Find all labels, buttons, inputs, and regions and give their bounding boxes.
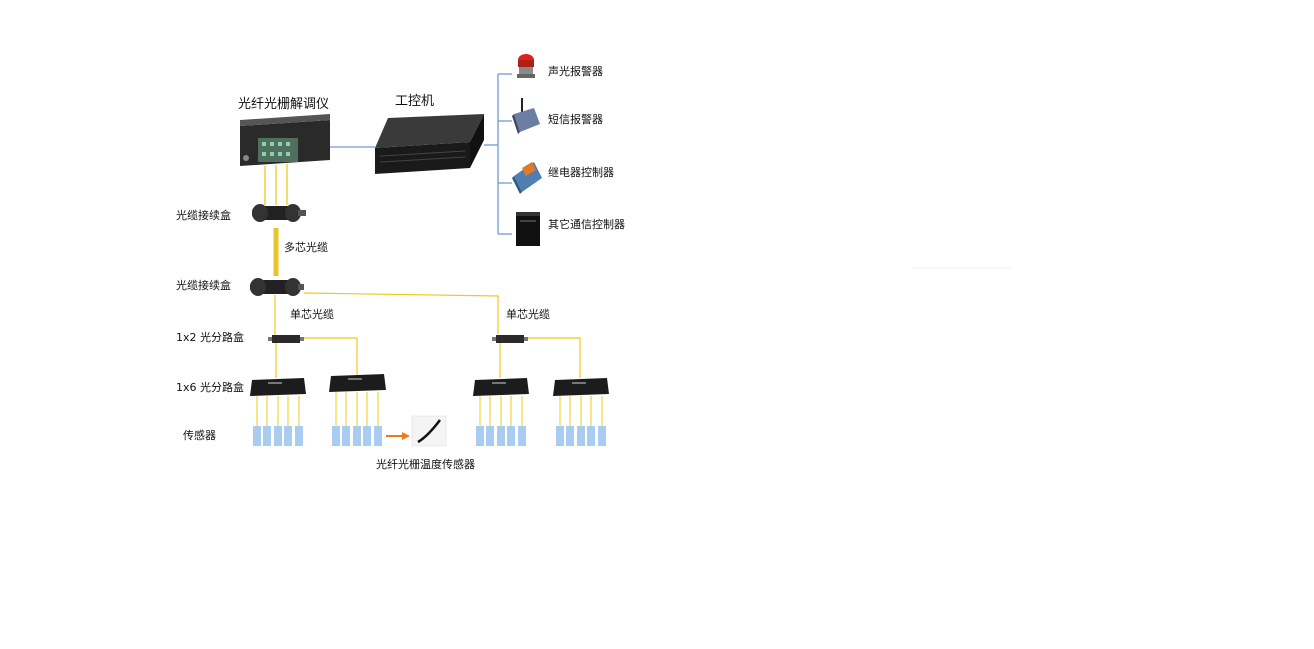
splitter-1x2-right-icon [492,335,528,343]
splice-box-2-icon [250,278,304,296]
splitter-1x6-icons [250,374,609,396]
fbg-probe-icon [411,415,447,447]
label-ipc: 工控机 [395,94,434,109]
label-single-core-right: 单芯光缆 [506,307,550,321]
label-alarm-sms: 短信报警器 [548,112,603,126]
alarm-bus [497,73,512,235]
splice-box-1-icon [252,204,306,222]
label-splice-box-1: 光缆接续盒 [176,208,231,222]
label-sensor: 传感器 [183,429,216,442]
splitter-1x6-2 [329,374,386,392]
label-splice-box-2: 光缆接续盒 [176,278,231,292]
single-core-cables [274,292,499,335]
fibers-1x2-to-1x6 [275,337,581,378]
siren-icon [517,54,535,78]
splitter-1x6-3 [473,378,529,396]
label-relay-controller: 继电器控制器 [548,165,614,179]
ipc-device [375,114,484,174]
label-alarm-sound-light: 声光报警器 [548,64,603,78]
fibers-demod-to-splice [264,164,288,205]
arrow-to-probe [386,432,410,440]
label-splitter-1x6: 1x6 光分路盒 [176,380,244,394]
label-demodulator: 光纤光栅解调仪 [238,97,329,112]
label-fbg-temp-sensor: 光纤光栅温度传感器 [376,457,475,471]
server-cabinet-icon [516,212,540,246]
sensor-blocks [253,426,606,446]
splitter-1x2-left-icon [268,335,304,343]
fibers-to-sensors [256,392,603,426]
label-splitter-1x2: 1x2 光分路盒 [176,330,244,344]
label-other-controller: 其它通信控制器 [548,217,625,231]
sms-modem-icon [512,98,540,134]
splitter-1x6-4 [553,378,609,396]
demodulator-device [240,114,330,166]
label-multi-core-cable: 多芯光缆 [284,240,328,254]
splitter-1x6-1 [250,378,306,396]
relay-module-icon [512,162,542,194]
label-single-core-left: 单芯光缆 [290,307,334,321]
